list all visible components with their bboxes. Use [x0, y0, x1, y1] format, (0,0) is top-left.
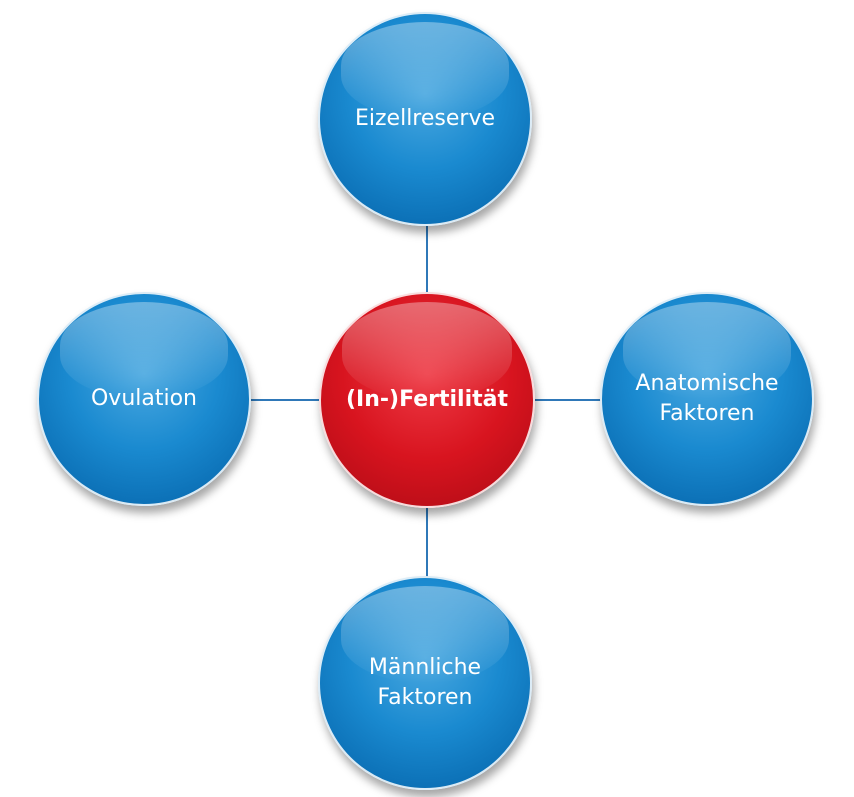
node-ovulation-label: Ovulation — [90, 386, 197, 411]
node-maennliche-faktoren-label: Männliche Faktoren — [369, 653, 481, 713]
node-ovulation: Ovulation — [37, 292, 251, 506]
node-infertilitaet: (In-)Fertilität — [319, 292, 535, 508]
node-eizellreserve-label: Eizellreserve — [354, 106, 495, 131]
node-infertilitaet-label: (In-)Fertilität — [345, 387, 508, 412]
node-eizellreserve: Eizellreserve — [318, 12, 532, 226]
connector-right — [535, 399, 601, 401]
node-anatomische-faktoren-line1: Anatomische — [635, 371, 779, 396]
connector-bottom — [426, 506, 428, 578]
node-anatomische-faktoren-line2: Faktoren — [659, 401, 755, 426]
node-maennliche-faktoren: Männliche Faktoren — [318, 576, 532, 790]
node-maennliche-faktoren-line1: Männliche — [368, 655, 482, 680]
connector-left — [251, 399, 319, 401]
node-anatomische-faktoren: Anatomische Faktoren — [600, 292, 814, 506]
node-maennliche-faktoren-line2: Faktoren — [377, 685, 473, 710]
node-anatomische-faktoren-label: Anatomische Faktoren — [635, 369, 778, 429]
connector-top — [426, 226, 428, 311]
